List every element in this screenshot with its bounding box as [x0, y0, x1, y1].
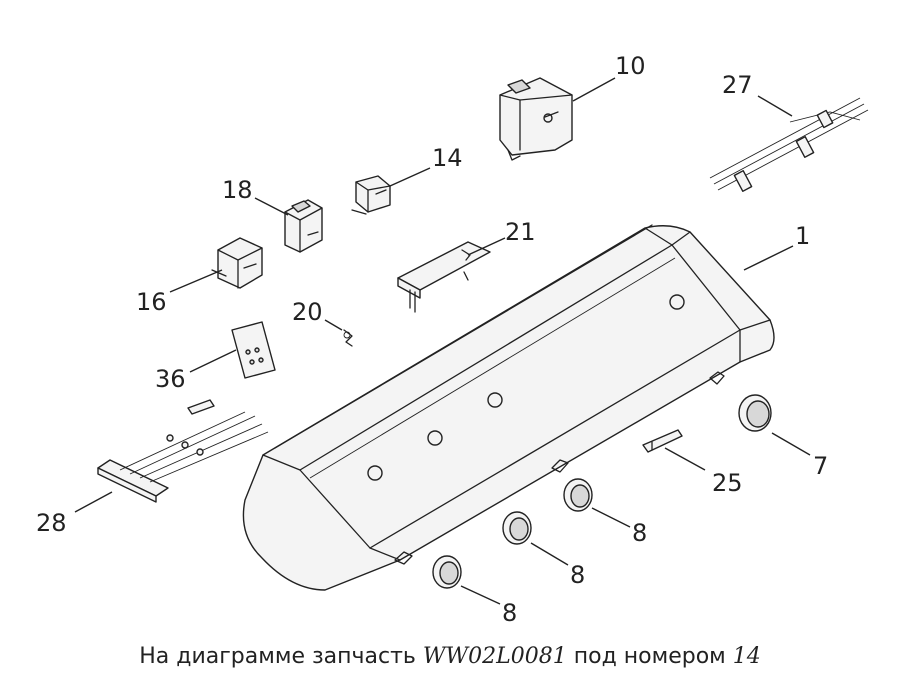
part-10-timer: [499, 77, 573, 161]
callout-10: 10: [615, 52, 646, 80]
part-28-terminal-block: [97, 399, 269, 503]
callout-8-c: 8: [502, 599, 517, 627]
part-20-clip: [343, 329, 353, 347]
callout-18: 18: [222, 176, 253, 204]
callout-1: 1: [795, 222, 810, 250]
part-16-switch: [211, 237, 263, 289]
callout-21: 21: [505, 218, 536, 246]
callout-14: 14: [432, 144, 463, 172]
part-36-plate: [231, 321, 276, 379]
callout-8-b: 8: [570, 561, 585, 589]
callout-20: 20: [292, 298, 323, 326]
callout-28: 28: [36, 509, 67, 537]
caption: На диаграмме запчасть WW02L0081 под номе…: [0, 644, 900, 669]
caption-part-number: 14: [732, 644, 761, 669]
callout-36: 36: [155, 365, 186, 393]
callout-27: 27: [722, 71, 753, 99]
caption-middle: под номером: [573, 644, 726, 669]
part-8-knob-b: [502, 511, 532, 545]
callout-16: 16: [136, 288, 167, 316]
caption-part-code: WW02L0081: [422, 644, 567, 669]
callout-8-a: 8: [632, 519, 647, 547]
part-21-circuit-board: [397, 241, 491, 313]
callout-25: 25: [712, 469, 743, 497]
exploded-parts-diagram: 10 27 14 18 21 1 16 20 36 7 25 28 8 8 8: [36, 52, 869, 627]
part-8-knob-c: [432, 555, 462, 589]
part-18-switch: [284, 199, 323, 253]
part-14-selector-switch: [351, 175, 391, 215]
part-7-knob: [738, 394, 772, 432]
leader-lines: [74, 77, 811, 605]
callout-7: 7: [813, 452, 828, 480]
part-27-wire-harness: [709, 97, 869, 192]
part-8-knob-a: [563, 478, 593, 512]
part-25-slider: [642, 429, 683, 453]
part-1-control-panel: [242, 224, 775, 591]
caption-prefix: На диаграмме запчасть: [139, 644, 416, 669]
